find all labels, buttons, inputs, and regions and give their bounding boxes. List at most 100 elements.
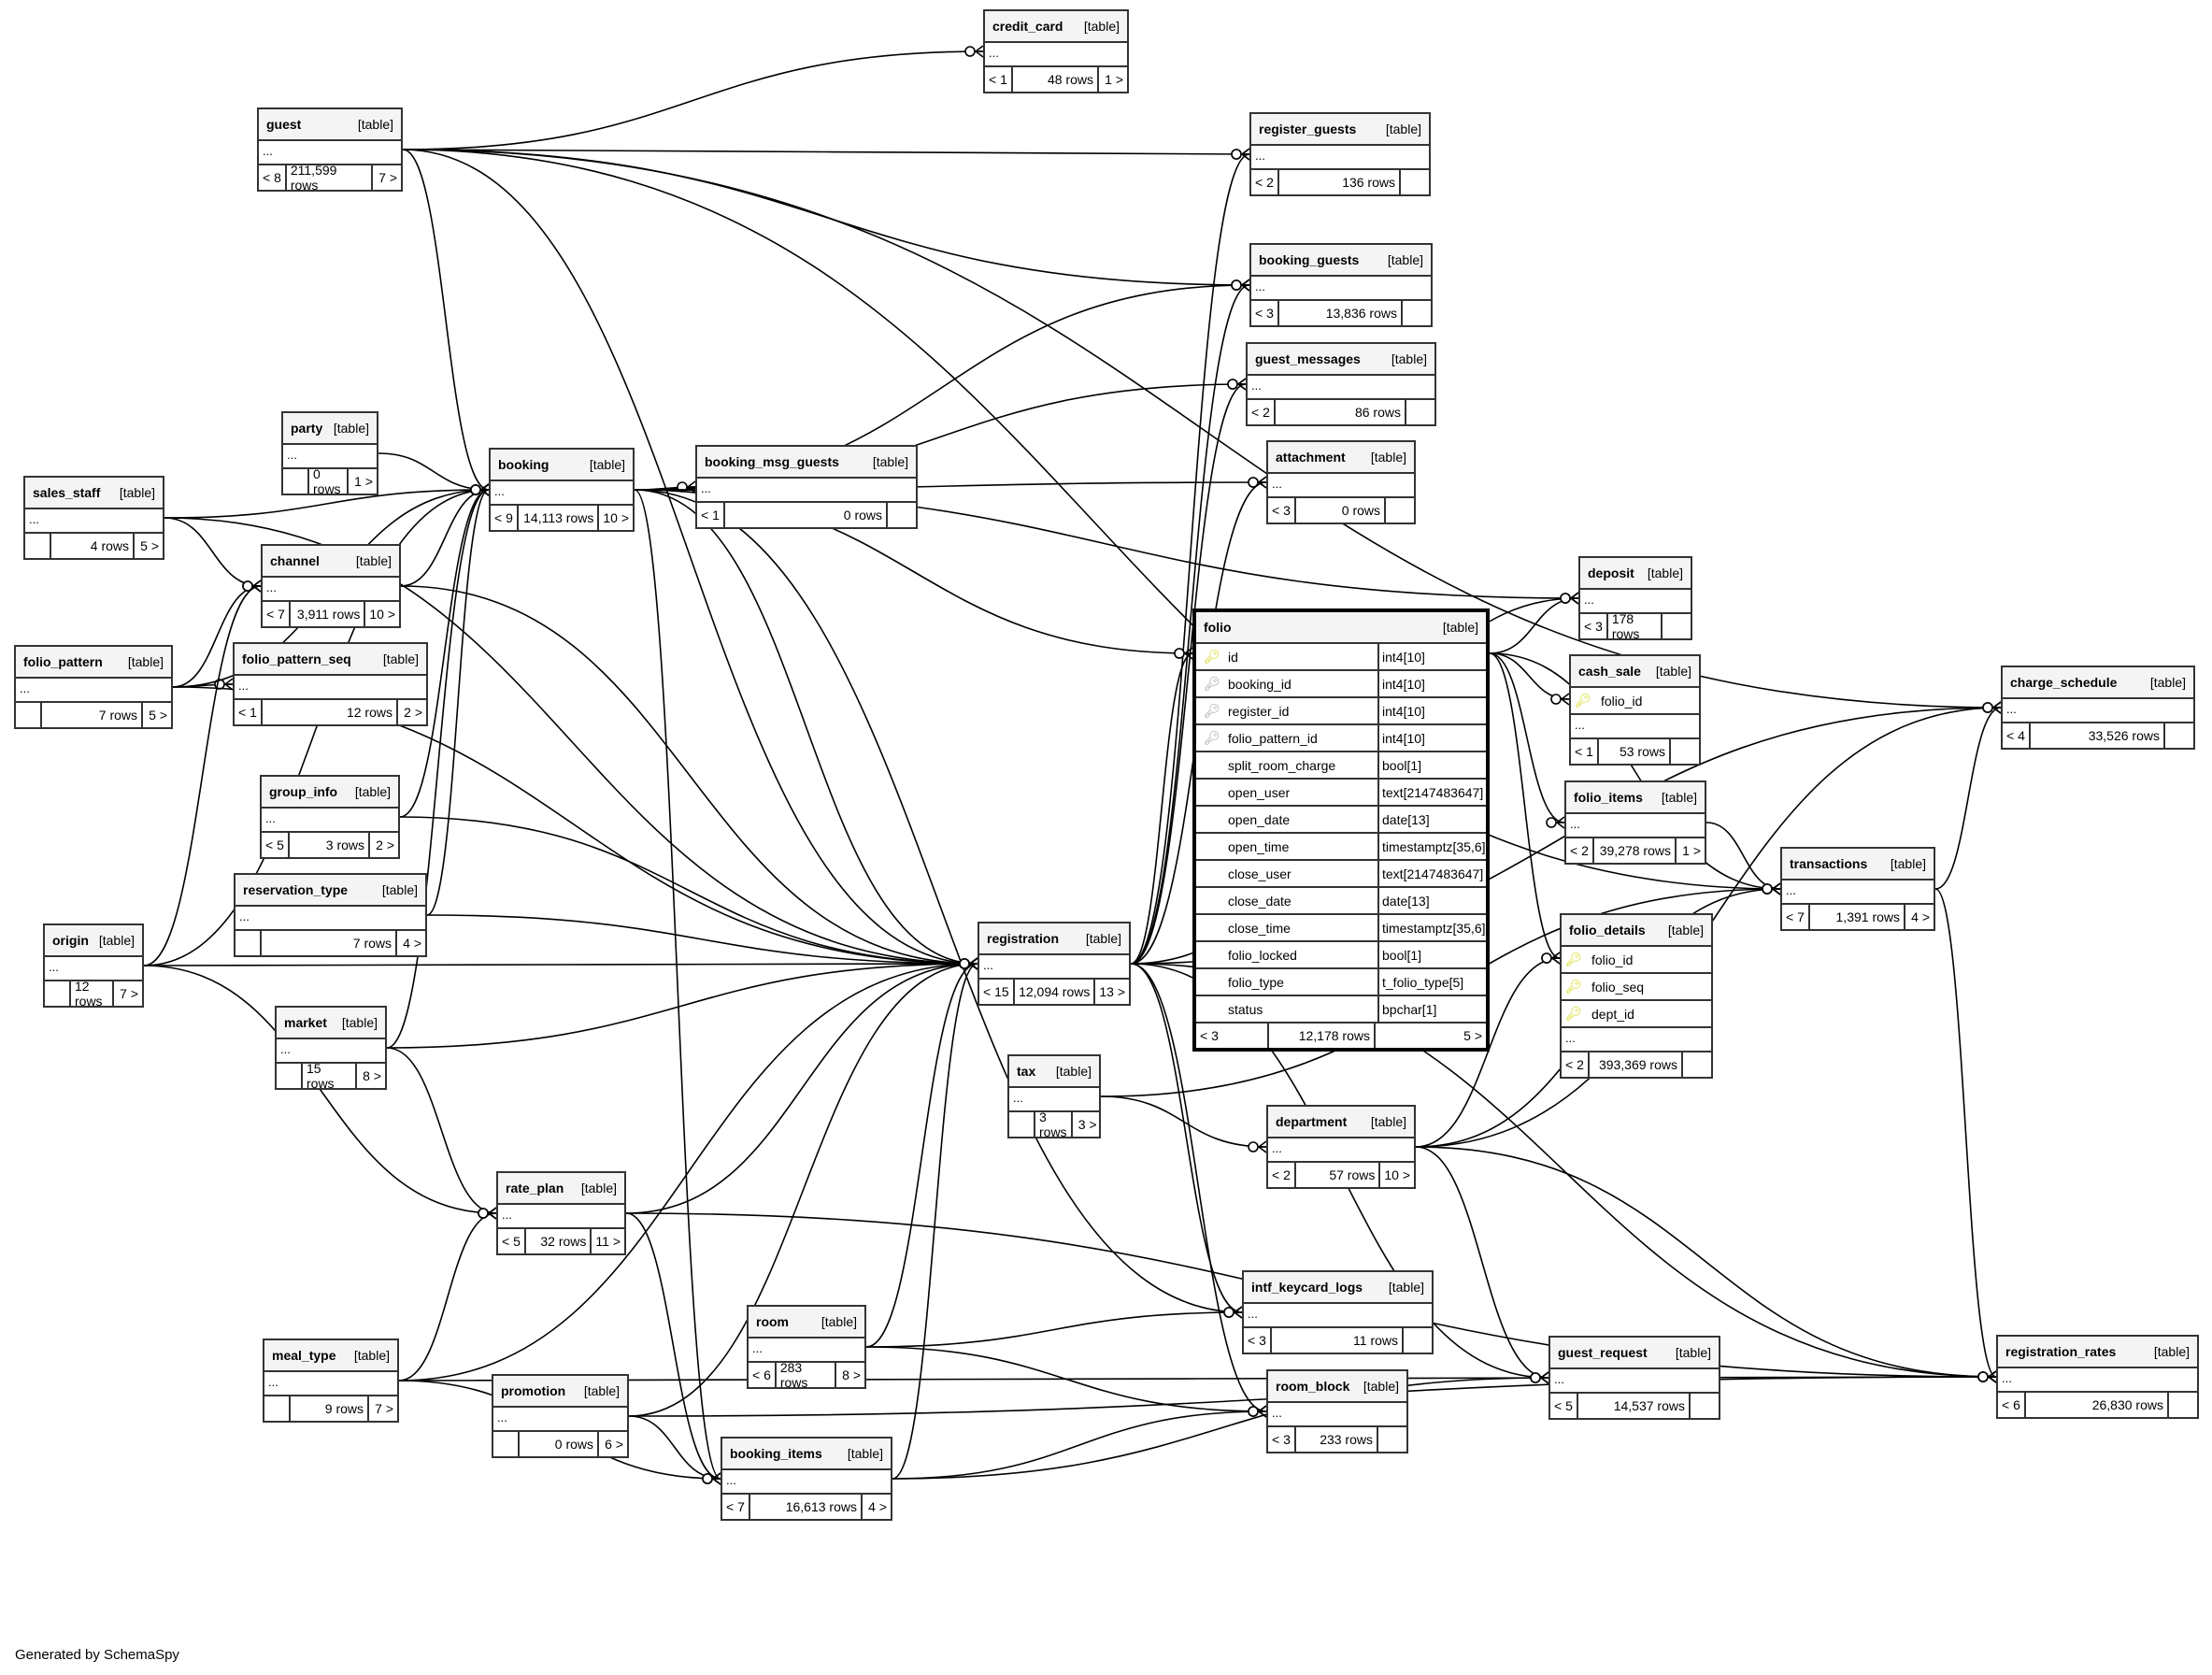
parent-count[interactable] — [235, 931, 262, 955]
parent-count[interactable]: < 7 — [263, 602, 291, 626]
parent-count[interactable]: < 1 — [235, 700, 263, 724]
child-count[interactable]: 10 > — [603, 510, 629, 525]
child-count[interactable]: 4 > — [868, 1499, 887, 1514]
child-count[interactable]: 11 > — [595, 1234, 621, 1249]
child-count[interactable] — [1663, 614, 1691, 638]
child-count[interactable]: 8 > — [842, 1367, 861, 1382]
child-count[interactable]: 3 > — [1077, 1117, 1097, 1132]
parent-count[interactable]: < 8 — [259, 165, 287, 190]
child-count[interactable] — [1691, 1394, 1719, 1418]
child-count[interactable] — [1671, 739, 1699, 764]
column-row[interactable]: 🔑︎dept_id — [1562, 1001, 1711, 1028]
parent-count[interactable] — [283, 469, 309, 494]
child-count[interactable]: 5 > — [140, 538, 159, 553]
child-count[interactable] — [1403, 301, 1431, 325]
parent-count[interactable] — [264, 1396, 291, 1421]
table-folio_details[interactable]: folio_details[table]🔑︎folio_id🔑︎folio_se… — [1560, 913, 1713, 1079]
child-count[interactable] — [1404, 1328, 1432, 1353]
parent-count[interactable]: < 5 — [1550, 1394, 1578, 1418]
child-count[interactable] — [2165, 723, 2193, 748]
parent-count[interactable]: < 5 — [498, 1229, 526, 1253]
child-count[interactable] — [1386, 498, 1414, 523]
parent-count[interactable]: < 3 — [1196, 1024, 1269, 1048]
column-row[interactable]: 🔑︎folio_id — [1562, 947, 1711, 974]
child-count[interactable]: 13 > — [1099, 984, 1125, 999]
parent-count[interactable]: < 3 — [1268, 1427, 1296, 1452]
parent-count[interactable]: < 6 — [1998, 1393, 2026, 1417]
parent-count[interactable]: < 2 — [1566, 838, 1594, 863]
child-count[interactable]: 7 > — [375, 1401, 393, 1416]
child-count[interactable]: 10 > — [369, 607, 395, 622]
child-count[interactable] — [888, 503, 916, 527]
child-count[interactable]: 1 > — [1105, 72, 1123, 87]
child-count[interactable] — [1378, 1427, 1406, 1452]
child-count[interactable]: 2 > — [404, 705, 422, 720]
parent-count[interactable]: < 3 — [1244, 1328, 1272, 1353]
parent-count[interactable]: < 6 — [749, 1363, 777, 1387]
parent-count[interactable]: < 3 — [1268, 498, 1296, 523]
child-count[interactable]: 2 > — [376, 838, 394, 852]
child-count[interactable]: 7 > — [120, 986, 138, 1001]
parent-count[interactable]: < 7 — [1782, 905, 1810, 929]
parent-count[interactable]: < 4 — [2003, 723, 2031, 748]
parent-count[interactable] — [16, 703, 42, 727]
parent-count[interactable]: < 2 — [1251, 170, 1279, 194]
parent-count[interactable]: < 1 — [985, 67, 1013, 92]
parent-count[interactable] — [25, 534, 51, 558]
child-count[interactable]: 6 > — [605, 1437, 623, 1452]
child-count[interactable]: 10 > — [1384, 1167, 1410, 1182]
parent-count[interactable]: < 2 — [1562, 1052, 1590, 1077]
child-count[interactable]: 5 > — [1463, 1028, 1482, 1043]
parent-count[interactable]: < 9 — [491, 506, 519, 530]
parent-count[interactable]: < 7 — [722, 1495, 750, 1519]
child-count[interactable]: 5 > — [149, 708, 167, 723]
parent-count[interactable] — [277, 1064, 303, 1088]
child-count[interactable]: 4 > — [1911, 909, 1930, 924]
parent-count[interactable]: < 15 — [979, 980, 1015, 1004]
child-count[interactable] — [1401, 170, 1429, 194]
parent-count[interactable] — [493, 1432, 520, 1456]
column-row[interactable]: 🔑︎folio_seq — [1562, 974, 1711, 1001]
child-count[interactable]: 1 > — [1682, 843, 1701, 858]
column-row[interactable]: 🔑︎folio_id — [1571, 688, 1699, 715]
